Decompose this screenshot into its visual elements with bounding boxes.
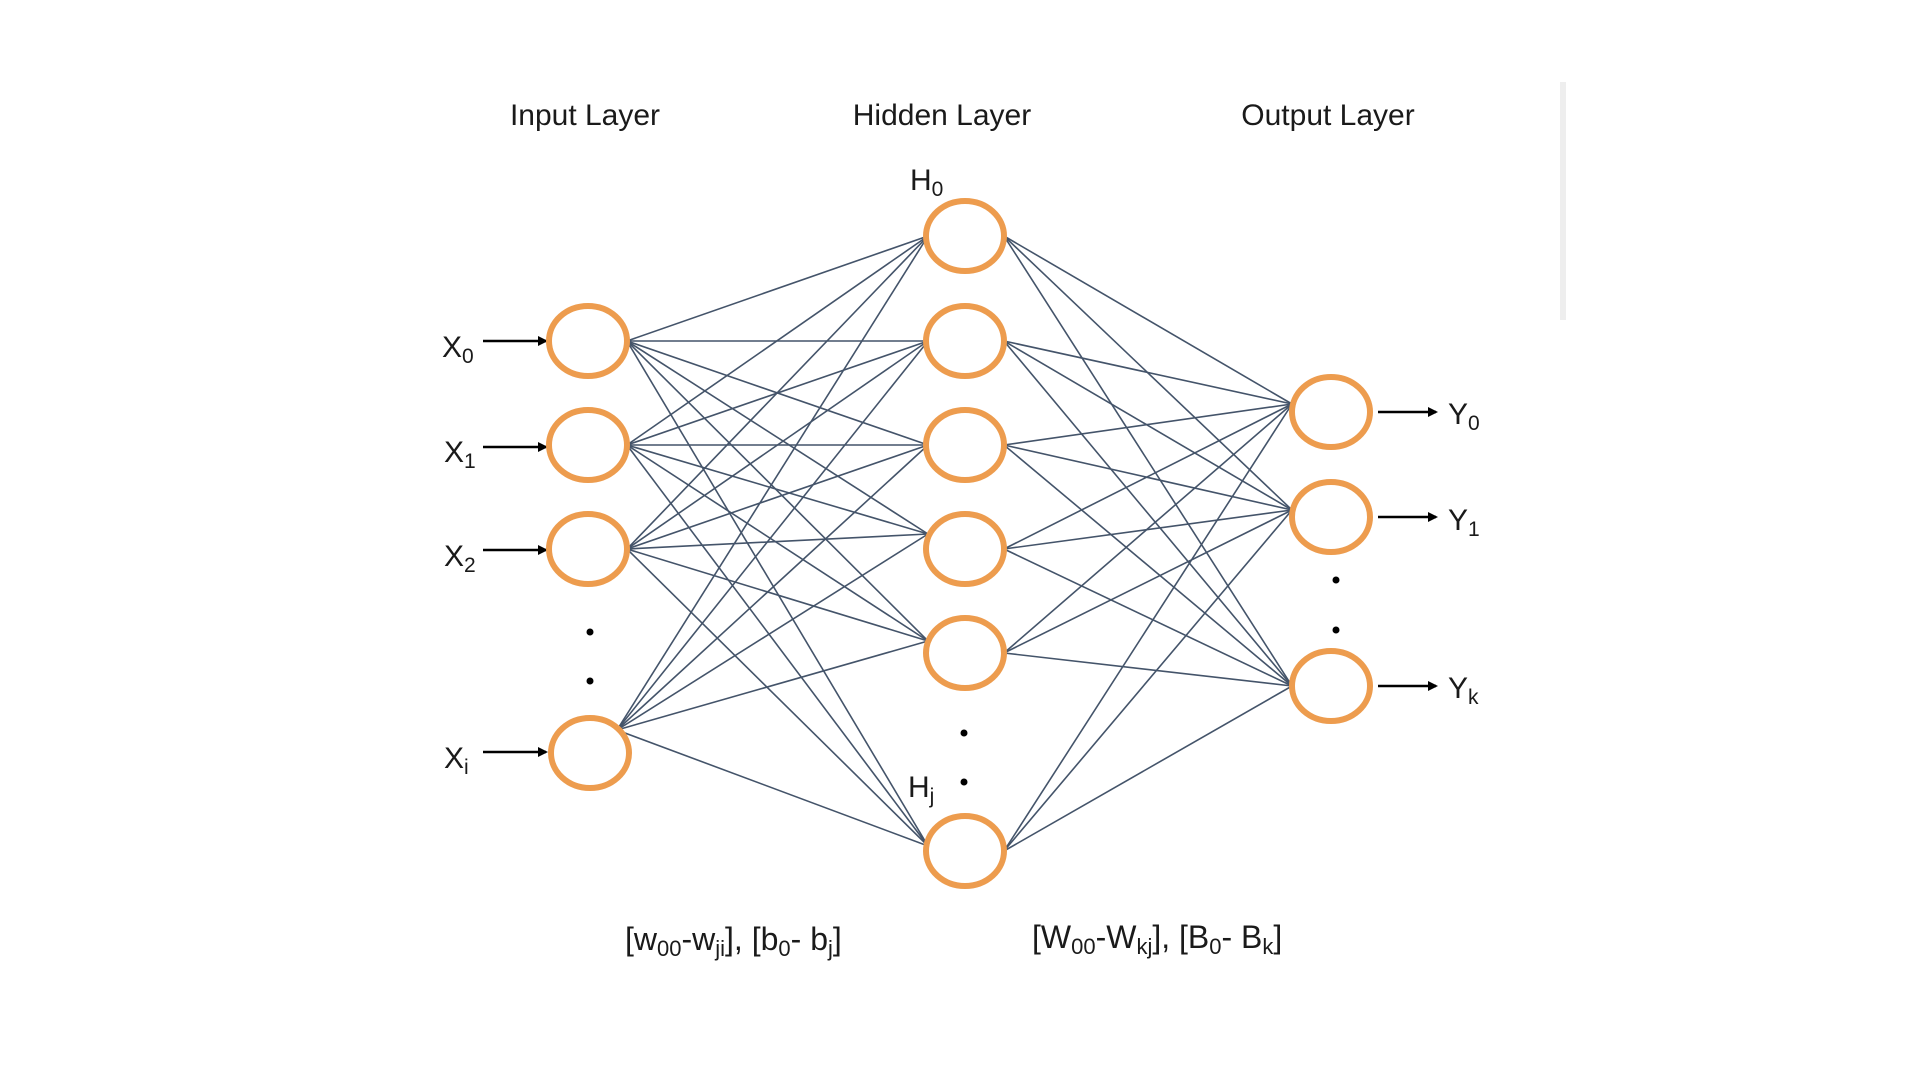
input-hidden-edge xyxy=(626,444,929,535)
input-hidden-edge xyxy=(626,548,929,642)
hidden-output-edge xyxy=(1003,685,1293,852)
input-labels: X0 X1 X2 Xi xyxy=(442,331,476,779)
hidden-layer-title: Hidden Layer xyxy=(853,99,1031,132)
input-hidden-edge xyxy=(626,235,929,550)
hidden-output-edge xyxy=(1003,444,1293,687)
output-node xyxy=(1289,648,1373,724)
input-hidden-edge xyxy=(626,340,929,550)
output-node xyxy=(1289,374,1373,450)
input-node xyxy=(546,303,630,379)
input-hidden-edge xyxy=(616,533,929,731)
hidden-output-edge xyxy=(1003,652,1293,687)
output-layer-nodes xyxy=(1289,374,1373,724)
hidden-label: Hj xyxy=(908,771,934,808)
output-label: Yk xyxy=(1448,672,1479,709)
hidden-node xyxy=(923,198,1007,274)
input-hidden-edge xyxy=(616,235,929,731)
hidden-output-edge xyxy=(1003,509,1293,654)
hidden-ellipsis-dot xyxy=(960,729,968,737)
hidden-node xyxy=(923,813,1007,889)
hidden-labels: H0 Hj xyxy=(908,164,943,808)
scrollbar-track[interactable] xyxy=(1560,82,1566,320)
output-arrows xyxy=(1378,407,1438,691)
input-label: X0 xyxy=(442,331,474,368)
hidden-output-connections xyxy=(1003,235,1293,852)
output-label: Y0 xyxy=(1448,398,1480,435)
input-hidden-edge xyxy=(626,235,929,446)
output-node xyxy=(1289,479,1373,555)
input-hidden-edge xyxy=(616,340,929,731)
hidden-label: H0 xyxy=(910,164,943,201)
input-ellipsis-dot xyxy=(586,677,594,685)
hidden-output-weights-label: [W00-Wkj], [B0- Bk] xyxy=(1032,919,1282,959)
input-label: X1 xyxy=(444,436,476,473)
hidden-output-edge xyxy=(1003,548,1293,687)
hidden-output-edge xyxy=(1003,403,1293,654)
input-hidden-edge xyxy=(626,444,929,847)
output-ellipsis-dot xyxy=(1332,626,1340,634)
output-label: Y1 xyxy=(1448,504,1480,541)
hidden-output-edge xyxy=(1003,403,1293,446)
hidden-output-edge xyxy=(1003,340,1293,405)
hidden-ellipsis-dot xyxy=(960,778,968,786)
input-hidden-edge xyxy=(626,444,929,550)
input-hidden-edge xyxy=(626,340,929,535)
input-hidden-edge xyxy=(626,533,929,550)
input-layer-title: Input Layer xyxy=(510,99,660,132)
input-label: X2 xyxy=(444,540,476,577)
input-hidden-edge xyxy=(626,548,929,847)
hidden-node xyxy=(923,511,1007,587)
ellipsis-dots xyxy=(586,576,1340,786)
input-hidden-edge xyxy=(626,444,929,642)
input-hidden-edge xyxy=(626,340,929,847)
hidden-output-edge xyxy=(1003,509,1293,852)
hidden-output-edge xyxy=(1003,403,1293,550)
input-hidden-edge xyxy=(626,340,929,642)
hidden-node xyxy=(923,407,1007,483)
input-hidden-weights-label: [w00-wji], [b0- bj] xyxy=(625,921,842,961)
input-hidden-edge xyxy=(626,235,929,342)
input-layer-nodes xyxy=(546,303,632,791)
output-ellipsis-dot xyxy=(1332,576,1340,584)
input-label: Xi xyxy=(444,742,469,779)
hidden-layer-nodes xyxy=(923,198,1007,889)
input-hidden-connections xyxy=(616,235,929,847)
hidden-output-edge xyxy=(1003,235,1293,687)
input-hidden-edge xyxy=(616,640,929,731)
hidden-node xyxy=(923,615,1007,691)
input-node xyxy=(546,407,630,483)
input-hidden-edge xyxy=(616,444,929,731)
hidden-output-edge xyxy=(1003,340,1293,687)
input-arrows xyxy=(483,336,548,757)
hidden-output-edge xyxy=(1003,235,1293,405)
input-node xyxy=(548,715,632,791)
input-ellipsis-dot xyxy=(586,628,594,636)
output-labels: Y0 Y1 Yk xyxy=(1448,398,1480,709)
hidden-output-edge xyxy=(1003,340,1293,511)
output-layer-title: Output Layer xyxy=(1241,99,1414,132)
hidden-output-edge xyxy=(1003,403,1293,852)
input-node xyxy=(546,511,630,587)
input-hidden-edge xyxy=(616,729,929,847)
hidden-output-edge xyxy=(1003,444,1293,511)
hidden-node xyxy=(923,303,1007,379)
